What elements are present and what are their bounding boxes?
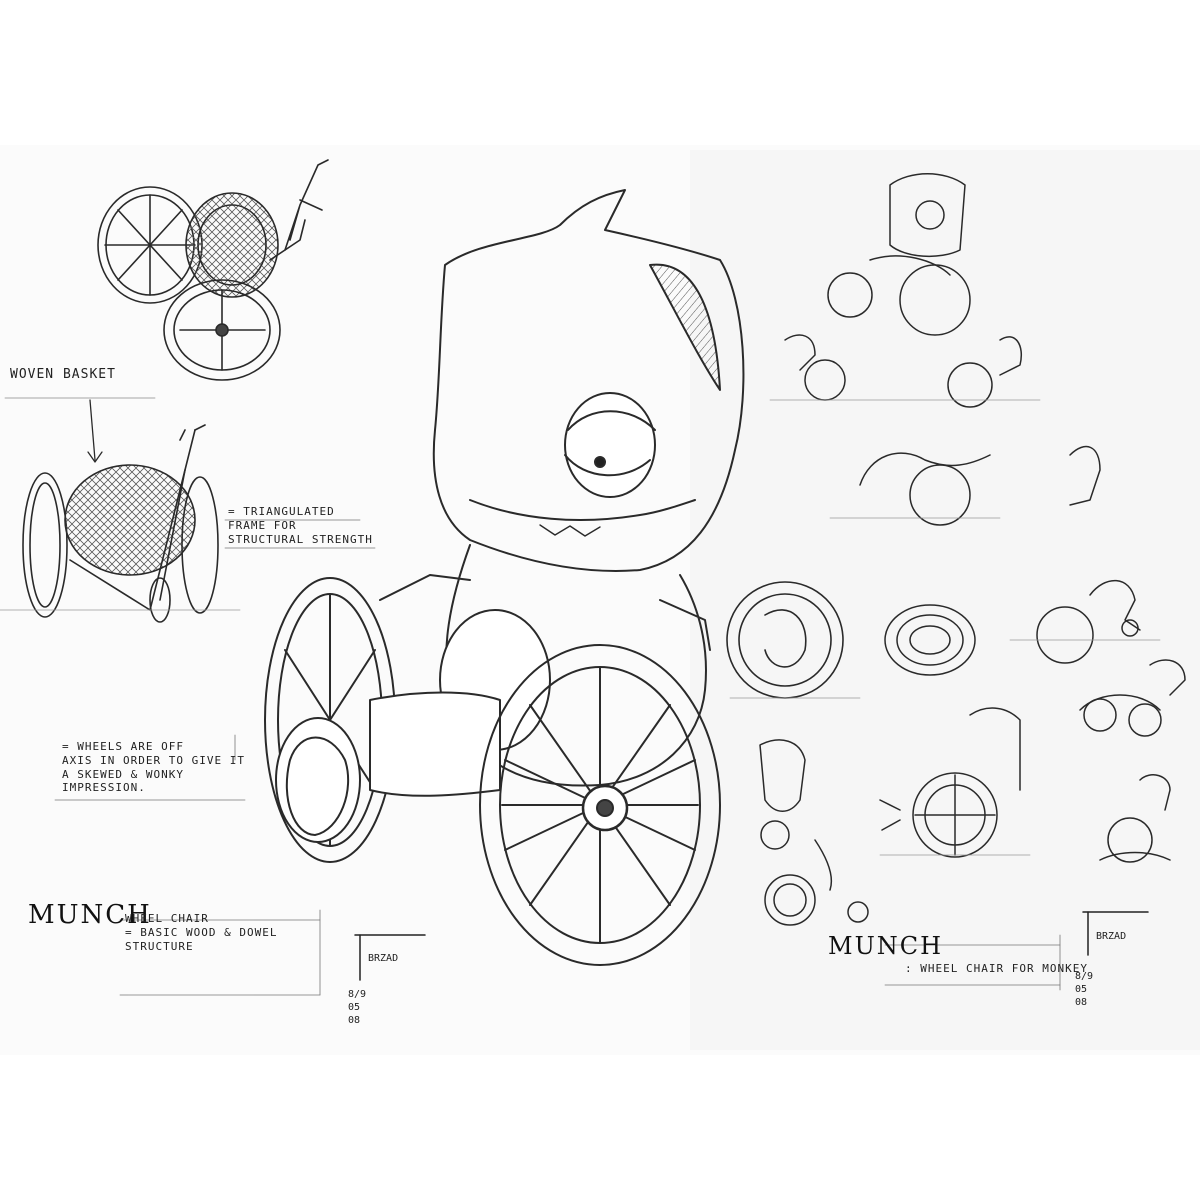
wheels-off-axis-note: = WHEELS ARE OFF AXIS IN ORDER TO GIVE I… xyxy=(62,740,245,795)
left-title-description: WHEEL CHAIR = BASIC WOOD & DOWEL STRUCTU… xyxy=(125,912,277,953)
wheels-note-line-1: = WHEELS ARE OFF xyxy=(62,740,184,753)
frame-note-line-2: FRAME FOR xyxy=(228,518,297,532)
right-date-1: 8/9 xyxy=(1075,971,1094,982)
wheels-note-line-4: IMPRESSION. xyxy=(62,781,146,795)
left-date-3: 08 xyxy=(348,1015,361,1026)
left-date-1: 8/9 xyxy=(348,989,367,1000)
right-date-3: 08 xyxy=(1075,997,1088,1008)
left-artist-stamp: BRZAD xyxy=(368,952,398,965)
right-date-2: 05 xyxy=(1075,984,1088,995)
wheels-note-line-2: AXIS IN ORDER TO GIVE IT xyxy=(62,753,245,767)
basket-chair-sketch xyxy=(0,399,241,623)
left-munch-title: MUNCH xyxy=(28,900,152,930)
left-desc-line-2: = BASIC WOOD & DOWEL xyxy=(125,925,278,939)
right-munch-title: MUNCH xyxy=(828,932,944,960)
main-character-sketch xyxy=(264,189,745,966)
frame-note-line-3: STRUCTURAL STRENGTH xyxy=(228,532,373,546)
coiled-wheel-sketch xyxy=(884,604,976,676)
woven-basket-label: WOVEN BASKET xyxy=(10,367,116,382)
right-artist-name: BRZAD xyxy=(1096,931,1127,942)
left-date-2: 05 xyxy=(348,1002,361,1013)
triangulated-frame-note: = TRIANGULATED FRAME FOR STRUCTURAL STRE… xyxy=(228,505,373,546)
exploded-wheel-sketch xyxy=(97,159,329,381)
left-artist-name: BRZAD xyxy=(368,953,399,964)
thumbnail-sketches xyxy=(759,173,1186,926)
loose-wheel-sketch xyxy=(726,581,861,699)
frame-note-line-1: = TRIANGULATED xyxy=(228,505,335,518)
right-artist-stamp: BRZAD xyxy=(1096,930,1126,943)
right-date-stamp: 8/9 05 08 xyxy=(1075,970,1093,1009)
left-date-stamp: 8/9 05 08 xyxy=(348,988,366,1027)
left-desc-line-1: WHEEL CHAIR xyxy=(125,912,209,925)
left-desc-line-3: STRUCTURE xyxy=(125,939,194,953)
right-title-description: : WHEEL CHAIR FOR MONKEY xyxy=(905,962,1088,975)
wheels-note-line-3: A SKEWED & WONKY xyxy=(62,767,184,781)
